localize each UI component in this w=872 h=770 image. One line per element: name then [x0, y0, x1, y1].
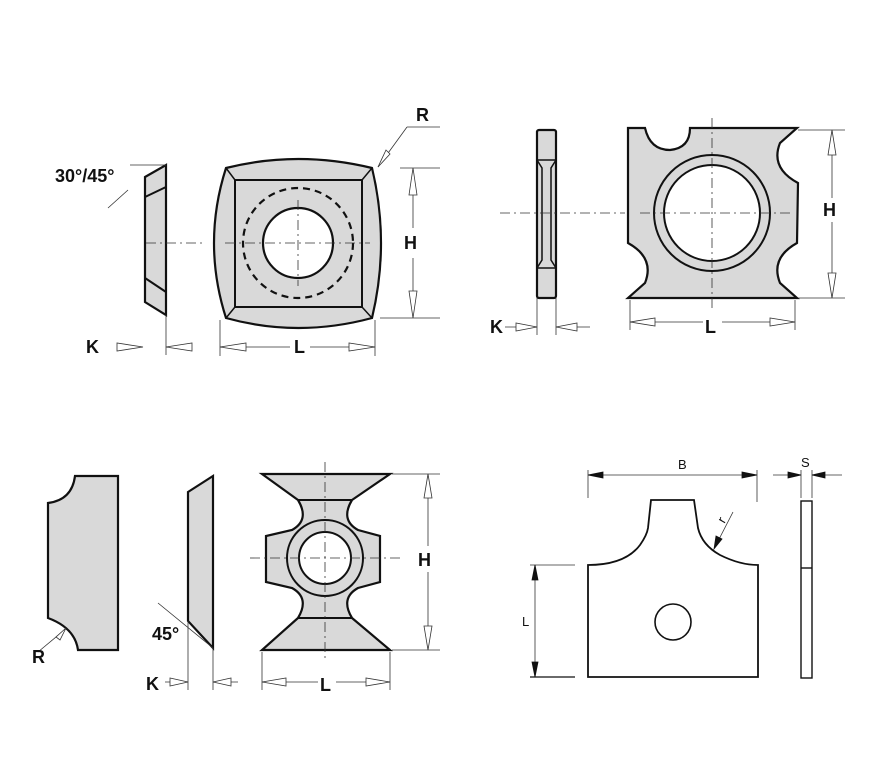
radius-label: R	[416, 105, 429, 125]
radius-leader	[377, 126, 440, 168]
side-view	[773, 470, 842, 679]
length-label: L	[320, 675, 331, 695]
thickness-label: S	[801, 455, 810, 470]
tab-knife-bottom-right: r B L S	[522, 455, 842, 679]
bevel-side-view	[157, 473, 215, 690]
front-view	[212, 157, 383, 330]
profile-view	[37, 474, 120, 653]
length-label: L	[294, 337, 305, 357]
thickness-label: K	[490, 317, 503, 337]
side-view	[500, 128, 625, 335]
front-view	[587, 499, 759, 678]
height-label: H	[823, 200, 836, 220]
thickness-label: K	[146, 674, 159, 694]
front-view	[250, 462, 400, 662]
length-dimension	[530, 564, 575, 678]
notched-insert-top-right: H L K	[490, 118, 845, 337]
profile-insert-bottom-left: R 45° H	[32, 462, 440, 695]
thickness-dimension	[165, 677, 238, 687]
thickness-label: K	[86, 337, 99, 357]
thickness-dimension	[116, 342, 193, 352]
length-dimension	[219, 320, 376, 356]
length-dimension	[261, 652, 391, 690]
side-view	[107, 163, 205, 355]
width-label: B	[678, 457, 687, 472]
height-dimension	[392, 473, 440, 651]
length-label: L	[522, 614, 529, 629]
square-insert-top-left: 30°/45° R H	[55, 105, 440, 357]
thickness-dimension	[505, 322, 590, 332]
height-dimension	[798, 129, 845, 299]
angle-label: 45°	[152, 624, 179, 644]
length-label: L	[705, 317, 716, 337]
height-label: H	[404, 233, 417, 253]
angle-label: 30°/45°	[55, 166, 114, 186]
radius-leader	[713, 511, 734, 551]
front-view	[625, 118, 800, 308]
length-dimension	[629, 300, 796, 330]
height-dimension	[380, 167, 440, 319]
width-dimension	[587, 470, 758, 502]
height-label: H	[418, 550, 431, 570]
radius-label: r	[714, 514, 729, 526]
radius-label: R	[32, 647, 45, 667]
